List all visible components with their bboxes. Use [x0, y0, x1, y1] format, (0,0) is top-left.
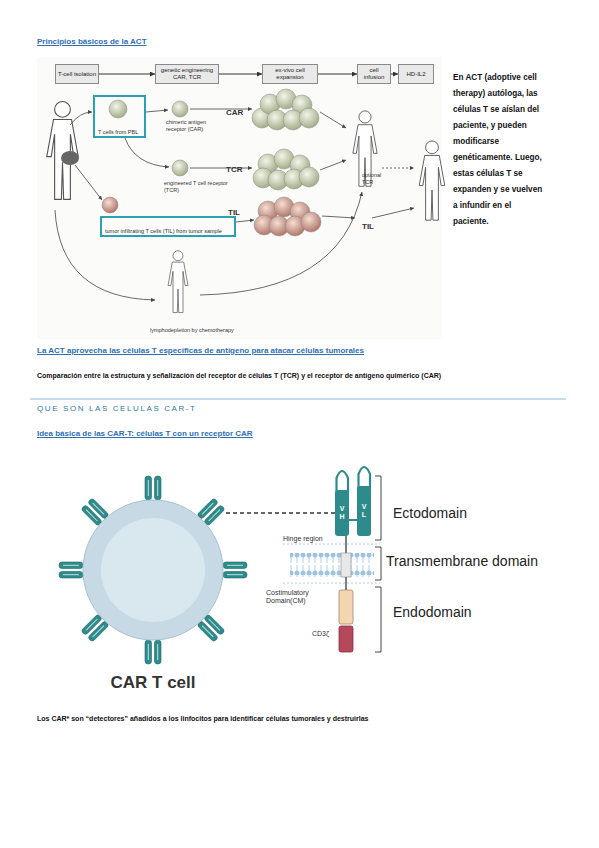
scfv-linker — [349, 519, 357, 521]
process-box: HD-IL2 — [398, 64, 434, 84]
tumor-mass — [61, 151, 79, 165]
flow-arrow — [372, 208, 414, 218]
cell-nucleus — [101, 518, 205, 622]
car-cell-cluster — [252, 89, 319, 130]
costimulatory-domain — [339, 590, 353, 624]
node-text: T-cell isolation — [58, 71, 96, 78]
tcr-cell-cluster — [253, 149, 319, 190]
part-label: CD3ζ — [312, 630, 342, 638]
node-text: V L — [359, 503, 369, 519]
domain-label: Ectodomain — [393, 505, 553, 521]
flow-arrow — [190, 168, 252, 169]
note-text: Comparación entre la estructura y señali… — [37, 372, 577, 380]
part-label: Costimulatory Domain(CM) — [266, 589, 320, 605]
flow-arrow — [200, 192, 362, 295]
process-box: ex-vivo cell expansion — [262, 64, 318, 84]
flow-arrow — [318, 74, 357, 75]
node-text: genetic engineering CAR, TCR — [158, 67, 216, 80]
flow-arrow — [146, 110, 168, 112]
domain-label: Transmembrane domain — [386, 553, 586, 569]
car-t-cell — [172, 101, 188, 117]
process-box: genetic engineering CAR, TCR — [155, 64, 219, 84]
expanded-cell — [299, 108, 319, 128]
source-box: T cells from PBL — [93, 95, 146, 138]
cell-outline — [80, 497, 226, 693]
transmembrane-segment — [341, 553, 351, 577]
node-text: HD-IL2 — [406, 71, 425, 78]
flow-arrow — [55, 210, 155, 300]
section-heading: Idea básica de las CAR-T: células T con … — [37, 429, 537, 438]
patient-figure — [47, 102, 79, 200]
flow-arrow — [391, 74, 398, 75]
node-text: ex-vivo cell expansion — [265, 67, 315, 80]
patient-figure — [419, 141, 445, 220]
vh-loop — [337, 471, 349, 492]
t-cell — [109, 100, 127, 118]
tcr-t-cell — [172, 160, 188, 176]
cell-type-label: TCR — [226, 165, 256, 174]
process-box: cell infusion — [357, 64, 391, 84]
domain-divider — [283, 583, 380, 584]
cell-membrane — [290, 553, 374, 577]
cell-type-label: TIL — [228, 208, 258, 217]
section-title: QUE SON LAS CELULAS CAR-T — [37, 404, 437, 413]
domain-bracket — [375, 547, 381, 580]
vl-loop — [359, 467, 371, 488]
domain-bracket — [375, 476, 381, 540]
cell-membrane-outline — [83, 500, 223, 640]
source-box: tumor infiltrating T cells (TIL) from tu… — [100, 216, 236, 237]
dashed-connector — [226, 512, 335, 514]
optional-arrow — [382, 168, 414, 169]
flow-arrow — [70, 112, 92, 125]
patient-figure — [168, 251, 188, 313]
node-text: V H — [337, 505, 347, 521]
section-rule — [30, 399, 566, 400]
node-text: tumor infiltrating T cells (TIL) from tu… — [105, 228, 222, 234]
node-text: T cells from PBL — [98, 129, 138, 135]
vh-domain: V H — [335, 490, 349, 536]
flow-arrow — [219, 74, 262, 75]
note-text: Los CAR* son “detectores” añadidos a los… — [37, 715, 577, 723]
flow-arrow — [99, 74, 155, 75]
process-box: T-cell isolation — [55, 64, 99, 84]
car-t-cell: CAR T cell — [80, 497, 226, 693]
expanded-cell — [299, 167, 319, 187]
flow-arrow — [75, 165, 102, 200]
vl-domain: V L — [357, 486, 371, 536]
domain-bracket — [375, 587, 381, 652]
cd3-zeta-domain — [339, 626, 353, 652]
figure-caption: engineered T cell receptor (TCR) — [164, 180, 230, 193]
side-note: En ACT (adoptive cell therapy) autóloga,… — [453, 70, 543, 230]
part-label: Hinge region — [283, 535, 343, 543]
expanded-cell — [301, 212, 321, 232]
flow-arrow — [320, 160, 346, 170]
node-text: cell infusion — [360, 67, 388, 80]
flow-arrow — [236, 220, 254, 222]
hinge-line — [345, 536, 347, 553]
car-receptors — [59, 476, 247, 664]
til-cell-cluster — [254, 197, 321, 236]
linker-line — [345, 577, 347, 590]
flow-arrow — [322, 216, 355, 218]
figure-caption: chimeric antigen receptor (CAR) — [166, 119, 224, 132]
figure-background — [37, 57, 442, 339]
node-text: CAR T cell — [110, 673, 195, 693]
til-cell — [102, 197, 118, 213]
domain-label: Endodomain — [393, 604, 553, 620]
section-heading: La ACT aprovecha las células T específic… — [37, 346, 557, 355]
route-label: optional TCR — [362, 172, 392, 185]
flow-arrow — [320, 112, 346, 128]
figure-caption: lymphodepletion by chemotherapy — [150, 327, 300, 334]
route-label: TIL — [362, 222, 392, 231]
flow-arrow — [125, 138, 169, 167]
domain-divider — [283, 544, 380, 545]
cell-type-label: CAR — [226, 108, 256, 117]
page-title: Principios básicos de la ACT — [37, 37, 147, 46]
